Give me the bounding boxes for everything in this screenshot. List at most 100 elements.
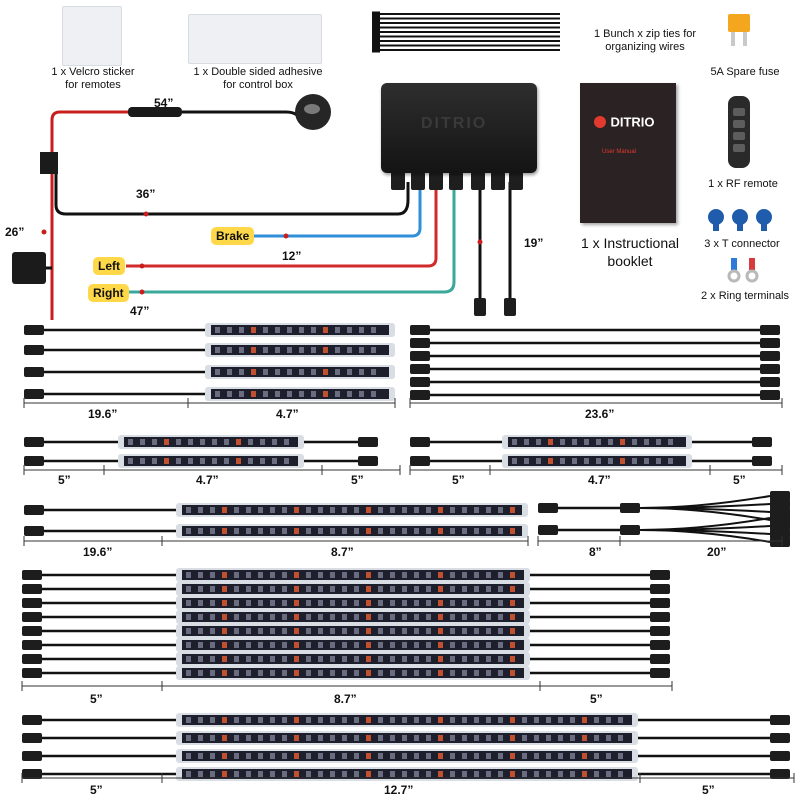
led-chip (462, 717, 467, 723)
led-chip (294, 717, 299, 723)
led-strip (182, 584, 524, 594)
led-chip (474, 586, 479, 592)
t-connector-stem-icon (713, 219, 719, 231)
led-chip (128, 458, 133, 464)
led-chip (198, 735, 203, 741)
led-chip (222, 771, 227, 777)
led-chip (270, 771, 275, 777)
led-chip (222, 586, 227, 592)
led-chip (371, 347, 376, 353)
led-chip (498, 642, 503, 648)
led-chip (222, 600, 227, 606)
splitter-branch-wire (639, 517, 771, 531)
led-chip (378, 735, 383, 741)
led-chip (186, 735, 191, 741)
led-chip (210, 600, 215, 606)
plug-connector-icon (770, 491, 790, 501)
led-chip (330, 656, 335, 662)
led-chip (584, 439, 589, 445)
dim-19: 19” (524, 236, 544, 250)
led-chip (282, 628, 287, 634)
plug-connector-icon (752, 437, 772, 447)
led-chip (270, 628, 275, 634)
led-chip (311, 327, 316, 333)
led-chip (284, 439, 289, 445)
led-chip (354, 600, 359, 606)
led-chip (450, 717, 455, 723)
led-chip (438, 771, 443, 777)
led-chip (414, 572, 419, 578)
dim-26: 26” (5, 225, 25, 239)
led-chip (282, 528, 287, 534)
booklet-logo-icon (594, 115, 606, 128)
led-chip (534, 735, 539, 741)
led-chip (282, 600, 287, 606)
led-chip (510, 656, 515, 662)
led-chip (390, 753, 395, 759)
plug-connector-icon (24, 456, 44, 466)
led-chip (246, 735, 251, 741)
led-chip (270, 753, 275, 759)
adhesive-caption: 1 x Double sided adhesive for control bo… (193, 66, 323, 91)
led-chip (414, 600, 419, 606)
led-chip (474, 507, 479, 513)
plug-connector-icon (22, 584, 42, 594)
switch-wire (182, 110, 304, 125)
plug-connector-icon (24, 505, 44, 515)
led-chip (318, 717, 323, 723)
led-chip (450, 586, 455, 592)
row3-lead-dim: 19.6” (83, 545, 113, 559)
led-chip (342, 528, 347, 534)
led-chip (486, 586, 491, 592)
led-chip (186, 753, 191, 759)
led-chip (438, 717, 443, 723)
led-chip (318, 586, 323, 592)
led-chip (378, 753, 383, 759)
led-chip (426, 507, 431, 513)
velcro-caption: 1 x Velcro sticker for remotes (51, 66, 135, 91)
led-chip (215, 369, 220, 375)
led-chip (402, 642, 407, 648)
led-chip (263, 327, 268, 333)
ring-terminal-sleeve-icon (749, 258, 755, 270)
led-chip (287, 327, 292, 333)
led-chip (198, 642, 203, 648)
led-chip (474, 717, 479, 723)
led-chip (246, 572, 251, 578)
led-chip (306, 528, 311, 534)
led-chip (584, 458, 589, 464)
led-chip (426, 614, 431, 620)
led-chip (335, 347, 340, 353)
led-chip (294, 614, 299, 620)
led-chip (306, 656, 311, 662)
led-chip (366, 670, 371, 676)
led-chip (306, 642, 311, 648)
led-chip (620, 458, 625, 464)
led-chip (354, 753, 359, 759)
led-chip (318, 753, 323, 759)
plug-connector-icon (760, 364, 780, 374)
led-chip (234, 528, 239, 534)
led-chip (366, 507, 371, 513)
led-chip (534, 753, 539, 759)
led-chip (246, 642, 251, 648)
plug-connector-icon (410, 338, 430, 348)
splitter-branch-wire (639, 495, 771, 509)
led-chip (390, 572, 395, 578)
led-chip (426, 771, 431, 777)
led-strip (508, 456, 686, 466)
plug-connector-icon (770, 507, 790, 517)
led-chip (366, 528, 371, 534)
led-strip (124, 437, 298, 447)
led-chip (335, 327, 340, 333)
led-chip (270, 507, 275, 513)
led-chip (227, 347, 232, 353)
led-chip (570, 771, 575, 777)
led-chip (632, 439, 637, 445)
led-chip (186, 586, 191, 592)
led-strip (211, 367, 389, 377)
plug-connector-icon (770, 715, 790, 725)
led-chip (186, 717, 191, 723)
led-chip (239, 391, 244, 397)
led-chip (474, 642, 479, 648)
